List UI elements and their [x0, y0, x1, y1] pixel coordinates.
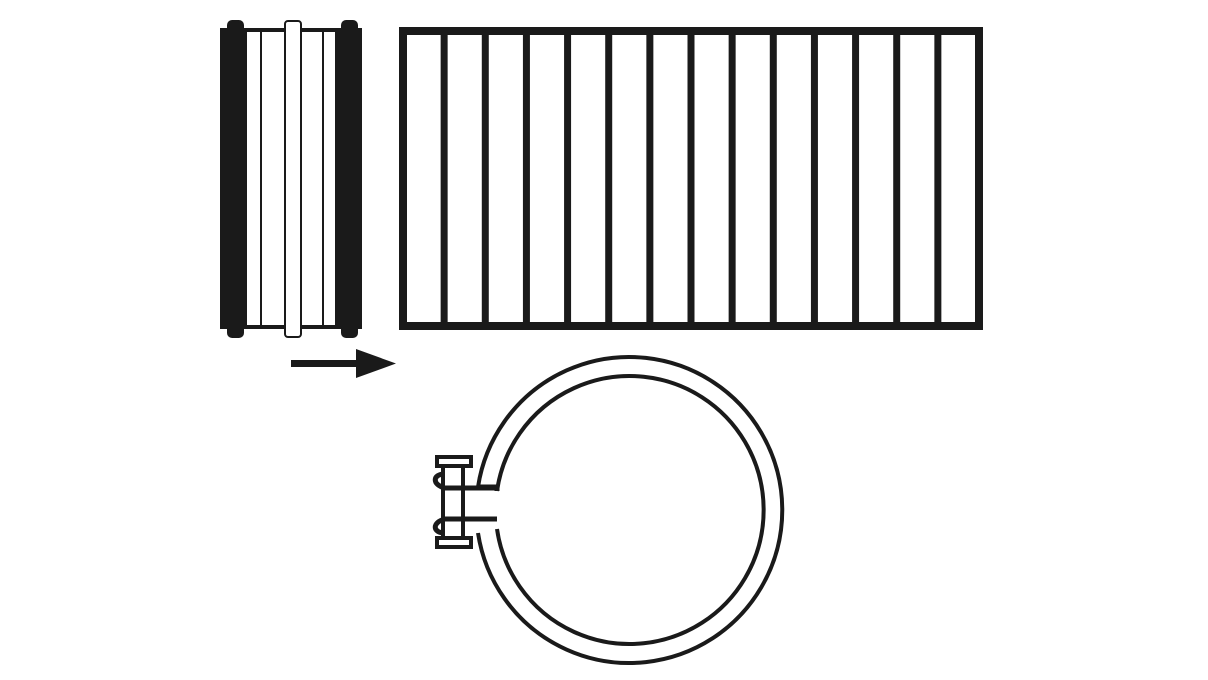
screw-loop-upper — [432, 471, 497, 491]
right-gasket-bottom-knob — [341, 318, 358, 338]
left-gasket-top-knob — [227, 20, 244, 40]
direction-arrow — [291, 349, 396, 378]
coupling-sleeve — [220, 20, 362, 338]
arrow-shaft — [291, 360, 361, 367]
duct-rib — [522, 31, 530, 326]
left-gasket — [221, 30, 247, 327]
clamp-inner-band — [495, 374, 766, 646]
screw-loop-lower — [432, 516, 497, 536]
duct-rib — [893, 31, 901, 326]
duct-rib — [687, 31, 695, 326]
duct-rib — [769, 31, 777, 326]
duct-rib — [646, 31, 654, 326]
clamp-outer-band — [476, 355, 785, 665]
duct-rib — [440, 31, 448, 326]
duct-rib — [852, 31, 860, 326]
duct-rib — [481, 31, 489, 326]
duct-rib — [810, 31, 818, 326]
left-gasket-bottom-knob — [227, 318, 244, 338]
duct-rib — [934, 31, 942, 326]
clamp-screw — [432, 455, 497, 549]
duct-rib — [564, 31, 572, 326]
screw-bottom-cap — [435, 536, 473, 549]
screw-top-cap — [435, 455, 473, 468]
right-gasket-top-knob — [341, 20, 358, 40]
right-gasket — [335, 30, 361, 327]
arrow-head — [356, 349, 396, 378]
corrugated-duct — [399, 27, 983, 330]
duct-rib — [605, 31, 613, 326]
duct-rib — [728, 31, 736, 326]
hose-clamp — [432, 355, 785, 665]
center-band — [284, 20, 302, 338]
